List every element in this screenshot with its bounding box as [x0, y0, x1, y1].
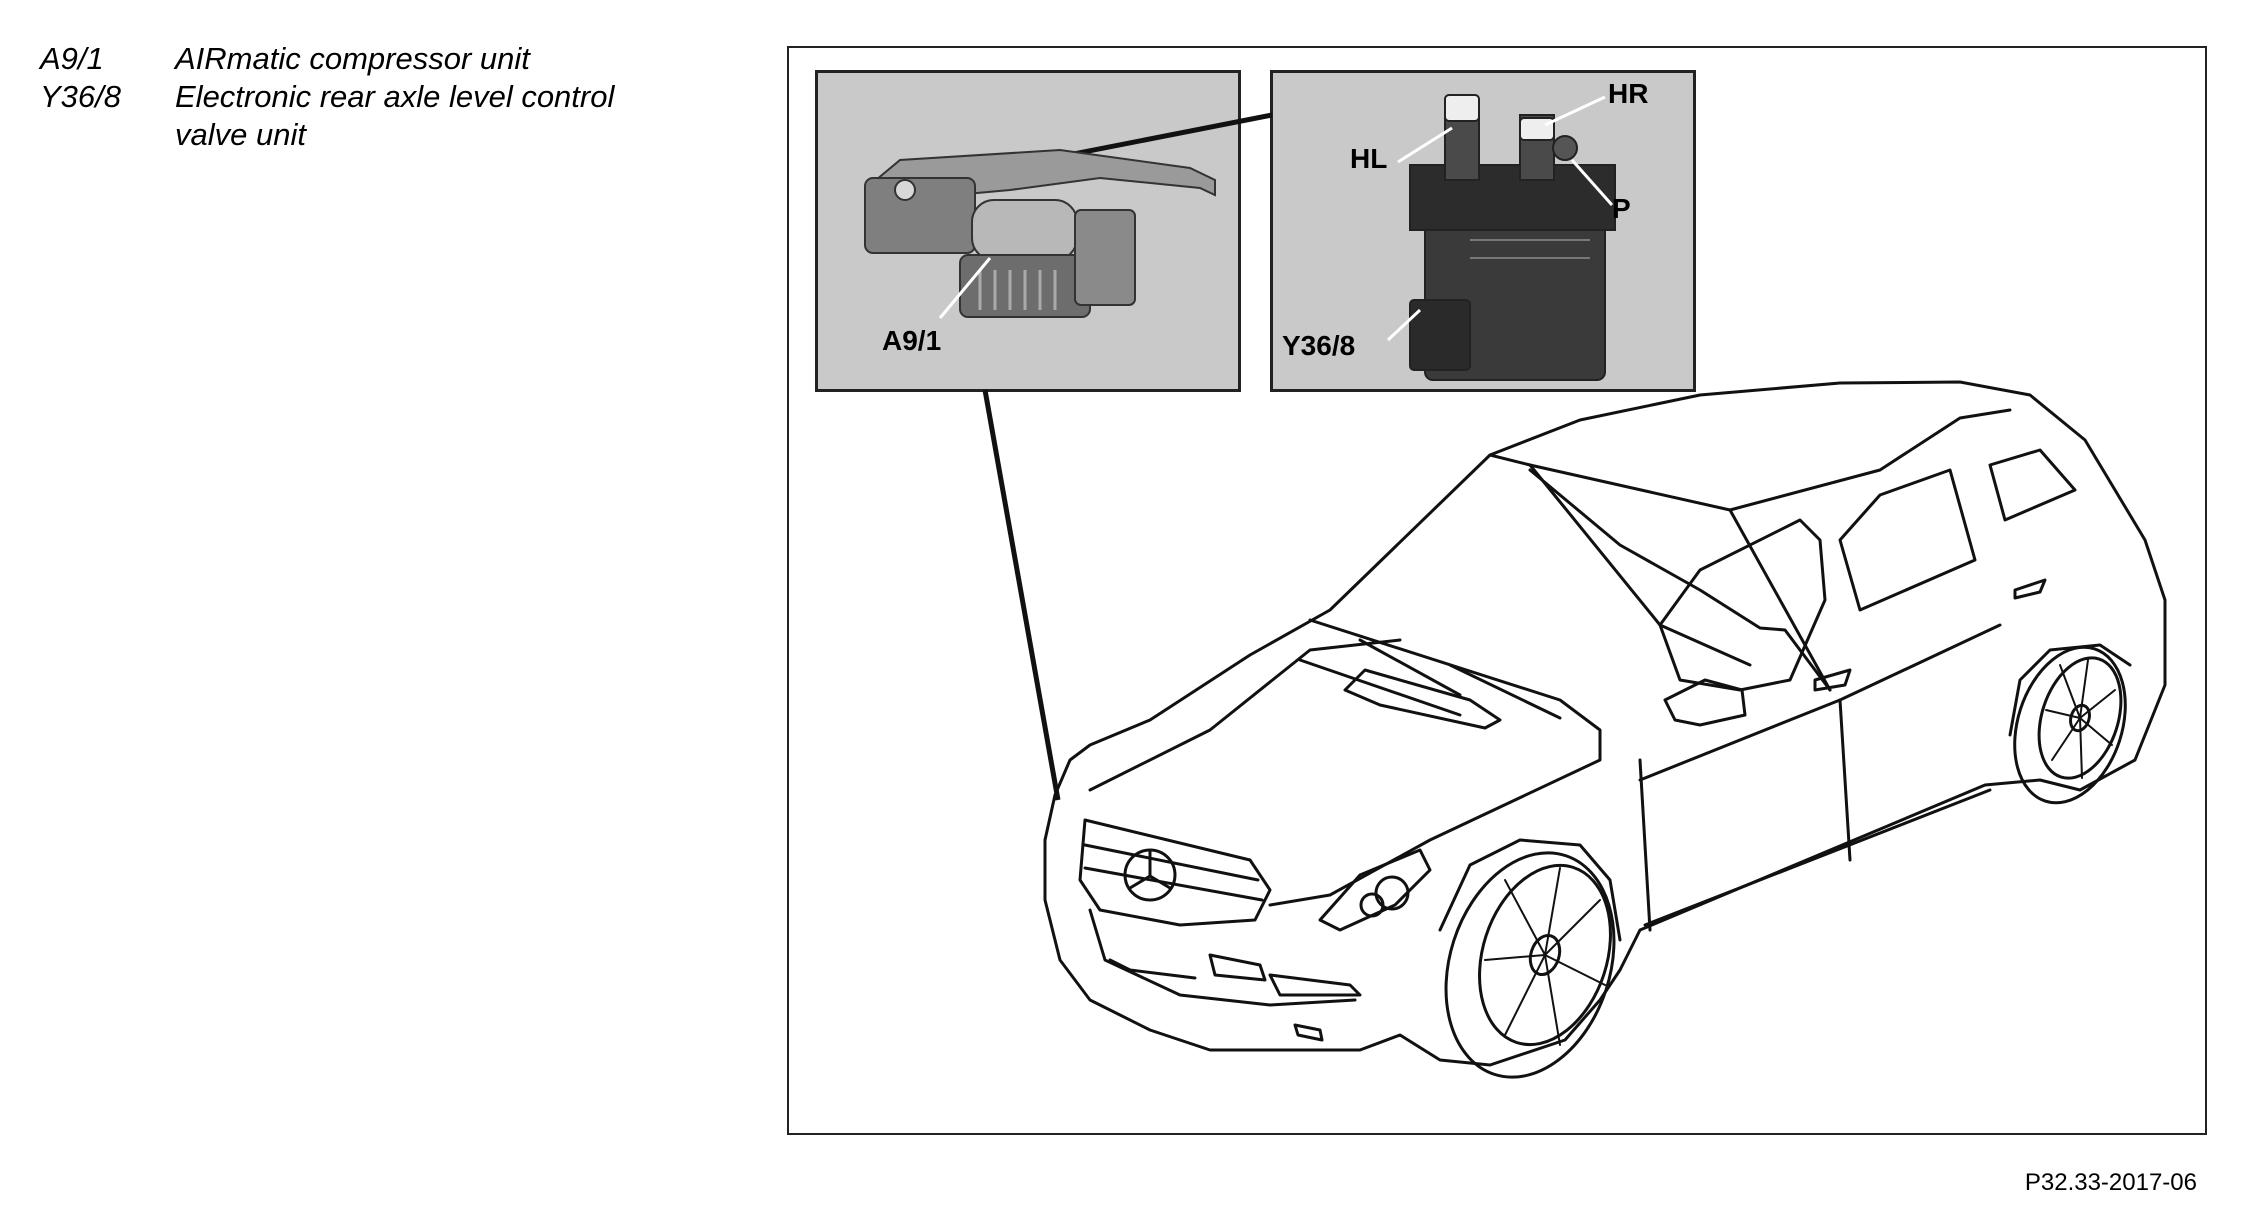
legend: A9/1 AIRmatic compressor unit Y36/8 Elec… — [40, 40, 695, 154]
legend-row-y36-8: Y36/8 Electronic rear axle level control… — [40, 78, 695, 154]
legend-row-a9-1: A9/1 AIRmatic compressor unit — [40, 40, 695, 78]
callout-hr: HR — [1608, 78, 1649, 109]
vehicle-illustration — [1043, 380, 2167, 1079]
legend-text: Electronic rear axle level control valve… — [175, 79, 615, 152]
compressor-illustration — [864, 148, 1216, 319]
legend-code: Y36/8 — [40, 79, 122, 114]
callout-y36-8: Y36/8 — [1282, 330, 1356, 361]
legend-text: AIRmatic compressor unit — [175, 41, 530, 76]
callout-hl: HL — [1350, 143, 1388, 174]
callout-a9-1: A9/1 — [882, 325, 942, 356]
callout-p: P — [1612, 193, 1631, 224]
valve-unit-illustration — [1386, 94, 1616, 381]
figure-reference: P32.33-2017-06 — [2024, 1169, 2197, 1196]
legend-code: A9/1 — [40, 41, 104, 76]
